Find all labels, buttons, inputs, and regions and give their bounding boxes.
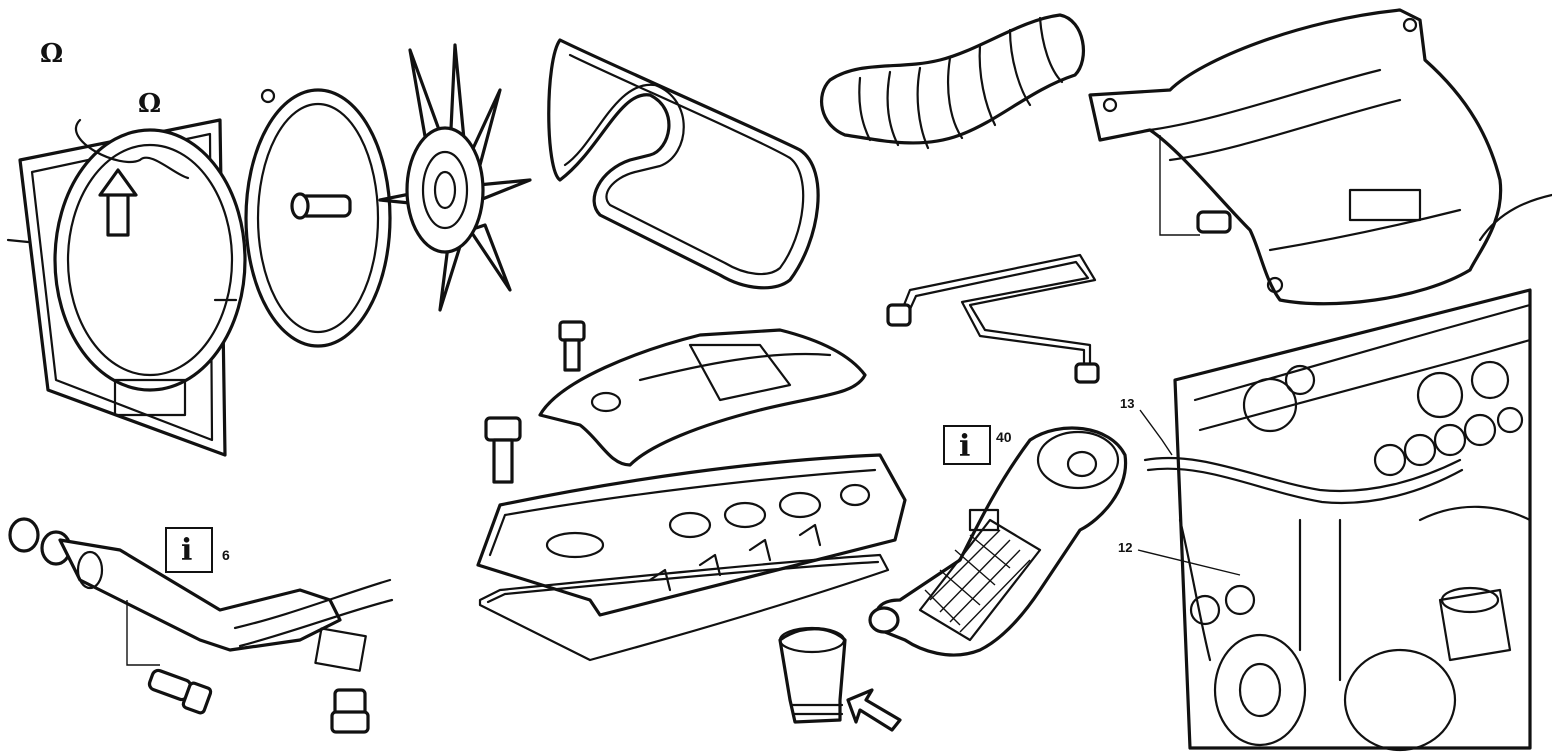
bolt (558, 320, 586, 372)
oil-filter-housing (868, 426, 1128, 657)
callout-label: 12 (1118, 540, 1132, 555)
leader-line (1137, 549, 1241, 576)
callout-label: 13 (1120, 396, 1134, 411)
leader-line (1139, 409, 1173, 456)
engine-block (1143, 288, 1532, 752)
poly-v-belt (547, 38, 820, 290)
fan-blades (378, 43, 532, 312)
engine-cover-plate (538, 328, 867, 467)
info-label: i 6 (165, 527, 230, 573)
nut (330, 688, 370, 734)
bolt (290, 192, 352, 220)
cover-gasket (478, 553, 890, 662)
exhaust-pipe (8, 517, 394, 672)
info-label: i 40 (943, 425, 1012, 465)
radiator-shroud (6, 118, 247, 457)
info-number: 40 (996, 429, 1012, 445)
info-letter: i (181, 533, 192, 568)
arrow-indicator (846, 688, 902, 732)
intake-manifold (1088, 8, 1552, 306)
info-letter: i (959, 429, 970, 464)
special-tool-symbol: Ω (40, 39, 63, 69)
special-tool-symbol: Ω (138, 89, 161, 119)
bolt (484, 416, 522, 484)
filler-neck (778, 626, 847, 724)
cylinder-head-cover (476, 453, 907, 617)
leader-line (126, 600, 160, 666)
pipe (886, 253, 1100, 384)
bolt (147, 668, 213, 715)
fan-ring (244, 88, 392, 348)
info-number: 6 (222, 547, 230, 563)
air-intake-hose (820, 13, 1085, 150)
